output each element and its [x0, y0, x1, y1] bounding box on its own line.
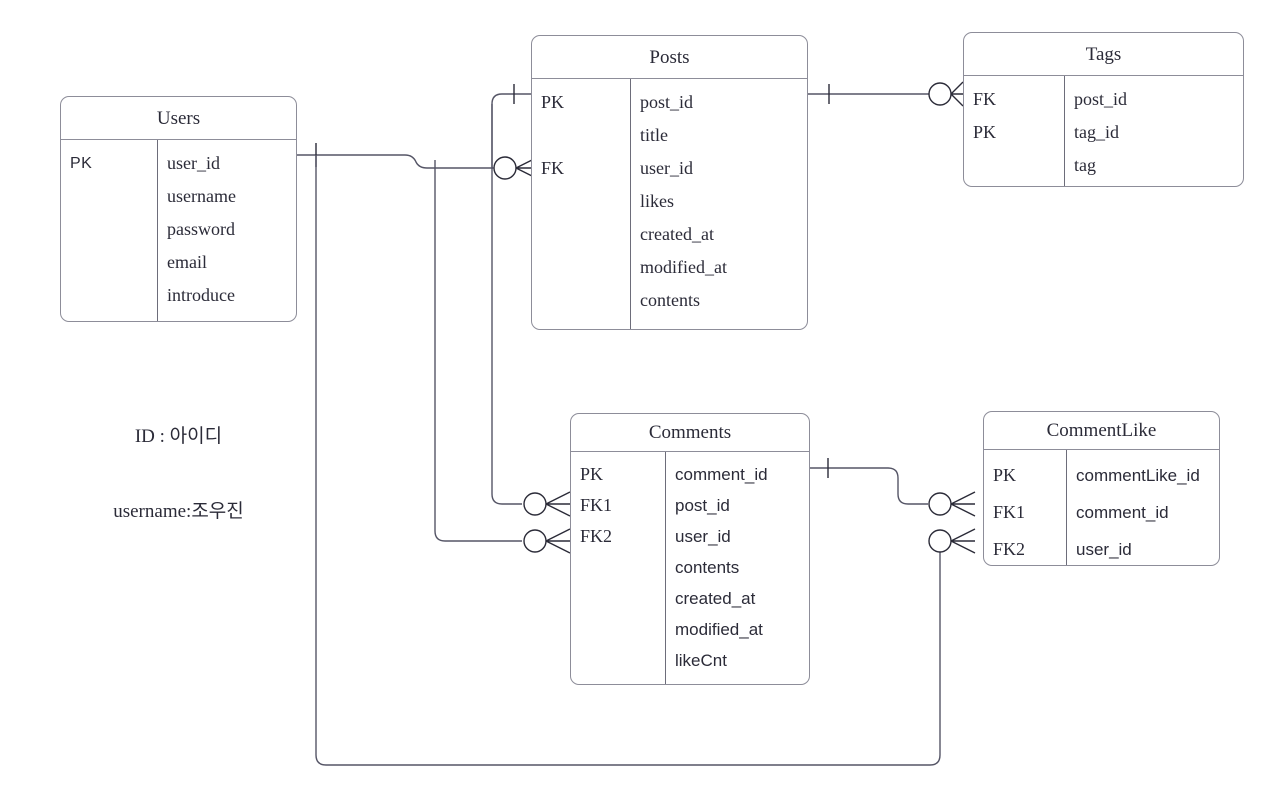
key-cell: [571, 552, 665, 583]
key-cell: FK1: [580, 495, 613, 515]
entity-tags-title: Tags: [964, 33, 1243, 76]
entity-posts[interactable]: Posts PK FK post_id title user_id likes …: [531, 35, 808, 330]
entity-comments-attribute-column: comment_id post_id user_id contents crea…: [666, 452, 809, 684]
users-legend-line-1: ID : 아이디: [134, 426, 223, 447]
entity-users-attribute-column: user_id username password email introduc…: [158, 140, 296, 321]
attribute-row[interactable]: post_id: [1074, 89, 1128, 109]
key-cell: PK: [580, 464, 604, 484]
entity-commentlike-body: PK FK1 FK2 commentLike_id comment_id use…: [984, 450, 1219, 565]
entity-commentlike[interactable]: CommentLike PK FK1 FK2 commentLike_id co…: [983, 411, 1220, 566]
crowsfoot-many-commentlike-fk1: [950, 491, 976, 517]
attribute-row[interactable]: likes: [640, 191, 674, 211]
entity-users-title: Users: [61, 97, 296, 140]
entity-commentlike-attribute-column: commentLike_id comment_id user_id: [1067, 450, 1219, 565]
relationship-comments-commentlike: [810, 467, 928, 505]
key-cell: [532, 251, 630, 284]
attribute-row[interactable]: title: [640, 125, 668, 145]
attribute-row[interactable]: user_id: [167, 153, 220, 173]
users-legend-line-2: username:조우진: [113, 501, 244, 522]
key-cell: [532, 185, 630, 218]
crowsfoot-many-tags: [950, 81, 964, 107]
attribute-row[interactable]: username: [167, 186, 236, 206]
entity-tags-attribute-column: post_id tag_id tag: [1065, 76, 1243, 186]
attribute-row[interactable]: user_id: [675, 527, 731, 546]
attribute-row[interactable]: contents: [675, 558, 740, 577]
attribute-row[interactable]: introduce: [167, 285, 235, 305]
entity-comments-key-column: PK FK1 FK2: [571, 452, 666, 684]
key-cell: [61, 246, 157, 279]
attribute-row[interactable]: user_id: [640, 158, 693, 178]
cardinality-zero-comments-fk2: [523, 529, 547, 553]
entity-users-key-column: PK: [61, 140, 158, 321]
attribute-row[interactable]: password: [167, 219, 235, 239]
attribute-row[interactable]: comment_id: [1076, 503, 1169, 522]
key-cell: FK2: [993, 539, 1026, 559]
entity-posts-attribute-column: post_id title user_id likes created_at m…: [631, 79, 807, 329]
crowsfoot-many-comments-fk1: [545, 491, 571, 517]
entity-commentlike-key-column: PK FK1 FK2: [984, 450, 1067, 565]
entity-posts-body: PK FK post_id title user_id likes create…: [532, 79, 807, 329]
attribute-row[interactable]: post_id: [675, 496, 730, 515]
key-cell: [61, 213, 157, 246]
cardinality-zero-comments-fk1: [523, 492, 547, 516]
key-cell: [532, 119, 630, 152]
attribute-row[interactable]: created_at: [675, 589, 756, 608]
attribute-row[interactable]: modified_at: [675, 620, 763, 639]
key-cell: [571, 614, 665, 645]
attribute-row[interactable]: commentLike_id: [1076, 466, 1200, 485]
key-cell: PK: [973, 122, 997, 142]
entity-posts-key-column: PK FK: [532, 79, 631, 329]
attribute-row[interactable]: likeCnt: [675, 651, 727, 670]
relationship-posts-posts: [491, 93, 531, 169]
entity-comments-body: PK FK1 FK2 comment_id post_id user_id co…: [571, 452, 809, 684]
key-cell: [532, 284, 630, 317]
relationship-users-comments: [434, 160, 522, 542]
entity-users-body: PK user_id username password email intro…: [61, 140, 296, 321]
relationship-posts-comments: [491, 104, 522, 505]
attribute-row[interactable]: post_id: [640, 92, 694, 112]
key-cell: [571, 645, 665, 676]
attribute-row[interactable]: created_at: [640, 224, 714, 244]
key-cell: FK2: [580, 526, 613, 546]
entity-comments[interactable]: Comments PK FK1 FK2 comment_id post_id u…: [570, 413, 810, 685]
key-cell: FK1: [993, 502, 1026, 522]
cardinality-zero-commentlike-fk1: [928, 492, 952, 516]
attribute-row[interactable]: contents: [640, 290, 700, 310]
entity-commentlike-title: CommentLike: [984, 412, 1219, 450]
entity-users[interactable]: Users PK user_id username password email…: [60, 96, 297, 322]
key-cell: [571, 583, 665, 614]
attribute-row[interactable]: comment_id: [675, 465, 768, 484]
cardinality-zero-posts-fk: [493, 156, 517, 180]
attribute-row[interactable]: modified_at: [640, 257, 727, 277]
entity-tags-key-column: FK PK: [964, 76, 1065, 186]
key-cell: [61, 279, 157, 312]
key-cell: [61, 180, 157, 213]
attribute-row[interactable]: tag: [1074, 155, 1096, 175]
attribute-row[interactable]: tag_id: [1074, 122, 1119, 142]
cardinality-zero-commentlike-fk2: [928, 529, 952, 553]
users-legend-note: ID : 아이디 username:조우진: [40, 374, 317, 574]
key-cell: FK: [973, 89, 997, 109]
entity-tags[interactable]: Tags FK PK post_id tag_id tag: [963, 32, 1244, 187]
attribute-row[interactable]: user_id: [1076, 540, 1132, 559]
entity-posts-title: Posts: [532, 36, 807, 79]
key-cell: PK: [993, 465, 1017, 485]
attribute-row[interactable]: email: [167, 252, 207, 272]
entity-tags-body: FK PK post_id tag_id tag: [964, 76, 1243, 186]
entity-comments-title: Comments: [571, 414, 809, 452]
crowsfoot-many-comments-fk2: [545, 528, 571, 554]
crowsfoot-many-commentlike-fk2: [950, 528, 976, 554]
key-cell: PK: [541, 92, 565, 112]
key-cell: [532, 218, 630, 251]
key-cell: [964, 149, 1064, 182]
cardinality-zero-tags: [928, 82, 952, 106]
relationship-users-posts: [297, 154, 494, 169]
key-cell: FK: [541, 158, 565, 178]
key-cell: PK: [70, 155, 93, 172]
